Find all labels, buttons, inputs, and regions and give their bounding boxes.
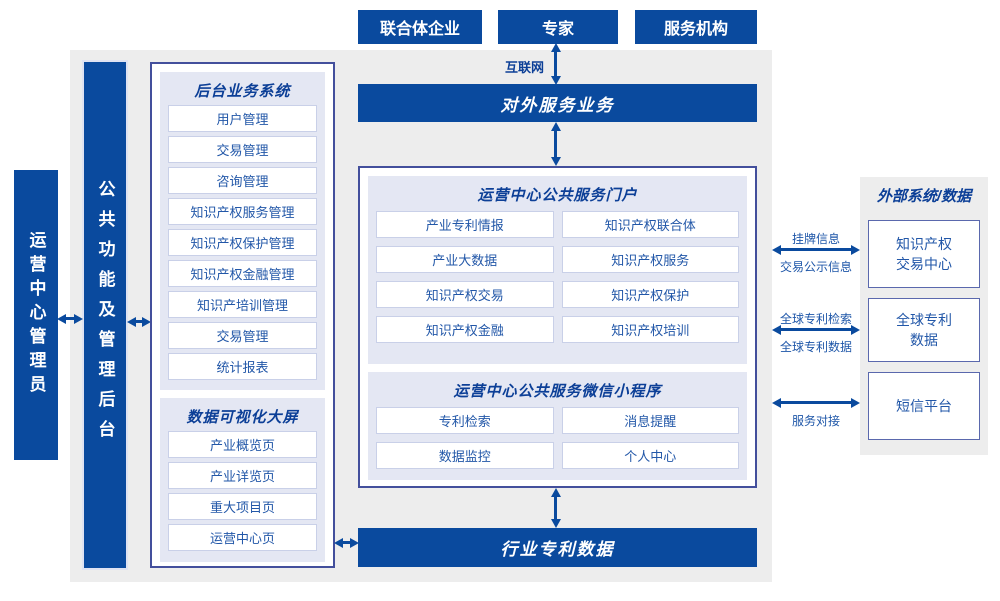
grid-item: 知识产权保护: [561, 281, 739, 308]
list-item: 统计报表: [168, 353, 317, 380]
industry-patent-data-bar: 行业专利数据: [358, 528, 757, 567]
double-arrow-global-patent-icon: [781, 328, 851, 331]
external-system-sms-platform: 短信平台: [868, 372, 980, 440]
double-arrow-dashboard-patentdata-icon: [343, 541, 350, 544]
data-visualization-card: 数据可视化大屏 产业概览页 产业详览页 重大项目页 运营中心页: [160, 398, 325, 562]
list-item: 用户管理: [168, 105, 317, 132]
wechat-miniprogram-card: 运营中心公共服务微信小程序 专利检索 消息提醒 数据监控 个人中心: [368, 372, 747, 480]
flow-label-global-patent-data: 全球专利数据: [779, 340, 852, 354]
vertical-label: 公共功能及管理后台: [95, 180, 115, 450]
vertical-label: 运营中心管理员: [26, 231, 46, 399]
actor-label: 服务机构: [663, 21, 728, 38]
list-item: 产业详览页: [168, 462, 317, 489]
list-item: 交易管理: [168, 136, 317, 163]
backend-system-list: 用户管理 交易管理 咨询管理 知识产权服务管理 知识产权保护管理 知识产权金融管…: [160, 103, 325, 388]
external-systems-title: 外部系统/数据: [876, 188, 972, 205]
portal-grid: 产业专利情报 知识产权联合体 产业大数据 知识产权服务 知识产权交易 知识产权保…: [368, 207, 747, 351]
backend-dashboard-container: 后台业务系统 用户管理 交易管理 咨询管理 知识产权服务管理 知识产权保护管理 …: [150, 62, 335, 568]
bar-label: 行业专利数据: [500, 540, 615, 559]
grid-item: 知识产权联合体: [561, 211, 739, 238]
actor-experts: 专家: [498, 10, 618, 44]
backend-system-card: 后台业务系统 用户管理 交易管理 咨询管理 知识产权服务管理 知识产权保护管理 …: [160, 72, 325, 390]
actor-consortium-enterprises: 联合体企业: [358, 10, 482, 44]
portal-title: 运营中心公共服务门户: [477, 187, 638, 204]
grid-item: 知识产权金融: [376, 316, 554, 343]
list-item: 交易管理: [168, 322, 317, 349]
list-item: 知识产权金融管理: [168, 260, 317, 287]
double-arrow-internet-icon: [554, 52, 557, 76]
double-arrow-portal-patentdata-icon: [554, 497, 557, 519]
flow-label-service-docking: 服务对接: [791, 414, 840, 428]
backend-system-title: 后台业务系统: [194, 83, 291, 100]
flow-label-trade-publicity-info: 交易公示信息: [779, 260, 852, 274]
flow-label-listing-info: 挂牌信息: [791, 232, 840, 246]
list-item: 知识产权保护管理: [168, 229, 317, 256]
double-arrow-admin-backend-icon: [66, 317, 74, 320]
grid-item: 产业专利情报: [376, 211, 554, 238]
internet-label: 互联网: [504, 60, 544, 75]
public-functions-management-backend-bar: 公共功能及管理后台: [82, 60, 128, 570]
grid-item: 知识产权服务: [561, 246, 739, 273]
portal-miniprogram-container: 运营中心公共服务门户 产业专利情报 知识产权联合体 产业大数据 知识产权服务 知…: [358, 166, 757, 488]
list-item: 运营中心页: [168, 524, 317, 551]
list-item: 咨询管理: [168, 167, 317, 194]
grid-item: 产业大数据: [376, 246, 554, 273]
miniprogram-grid: 专利检索 消息提醒 数据监控 个人中心: [368, 403, 747, 477]
operation-center-admin-box: 运营中心管理员: [14, 170, 58, 460]
grid-item: 知识产权交易: [376, 281, 554, 308]
external-system-global-patent-data: 全球专利数据: [868, 298, 980, 362]
data-visualization-list: 产业概览页 产业详览页 重大项目页 运营中心页: [160, 429, 325, 559]
actor-label: 专家: [541, 21, 574, 38]
grid-item: 消息提醒: [561, 407, 739, 434]
double-arrow-listing-info-icon: [781, 248, 851, 251]
list-item: 知识产培训管理: [168, 291, 317, 318]
grid-item: 个人中心: [561, 442, 739, 469]
data-visualization-title: 数据可视化大屏: [186, 409, 299, 426]
list-item: 重大项目页: [168, 493, 317, 520]
public-service-portal-card: 运营中心公共服务门户 产业专利情报 知识产权联合体 产业大数据 知识产权服务 知…: [368, 176, 747, 364]
grid-item: 专利检索: [376, 407, 554, 434]
external-system-ip-trading-center: 知识产权交易中心: [868, 220, 980, 288]
grid-item: 数据监控: [376, 442, 554, 469]
actor-label: 联合体企业: [379, 21, 460, 38]
miniprogram-title: 运营中心公共服务微信小程序: [453, 383, 662, 400]
external-service-business-bar: 对外服务业务: [358, 84, 757, 122]
double-arrow-service-docking-icon: [781, 401, 851, 404]
double-arrow-service-portal-icon: [554, 131, 557, 157]
flow-label-global-patent-search: 全球专利检索: [779, 312, 852, 326]
grid-item: 知识产权培训: [561, 316, 739, 343]
double-arrow-backend-system-icon: [136, 320, 142, 323]
list-item: 产业概览页: [168, 431, 317, 458]
list-item: 知识产权服务管理: [168, 198, 317, 225]
actor-service-agencies: 服务机构: [635, 10, 757, 44]
bar-label: 对外服务业务: [500, 95, 615, 115]
external-systems-panel: 外部系统/数据 知识产权交易中心 全球专利数据 短信平台: [860, 177, 988, 455]
